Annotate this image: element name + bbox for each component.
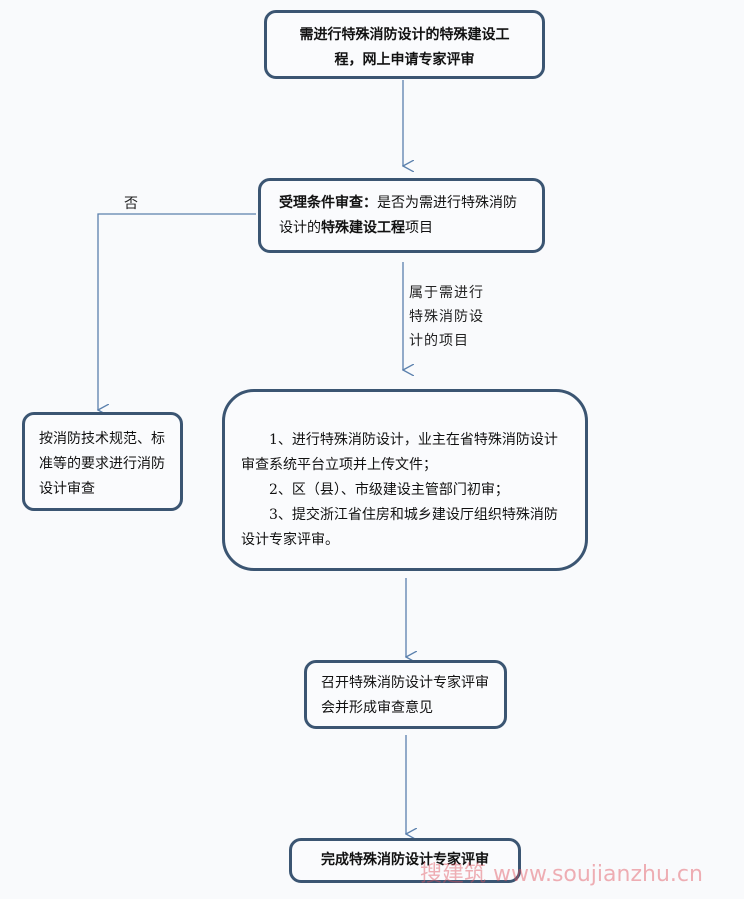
step-1: 1、进行特殊消防设计，业主在省特殊消防设计审查系统平台立项并上传文件； [241,432,558,473]
reject-text: 按消防技术规范、标准等的要求进行消防设计审查 [39,431,165,497]
step-3: 3、提交浙江省住房和城乡建设厅组织特殊消防设计专家评审。 [241,507,558,548]
no-label: 否 [124,196,138,212]
check-text2: 项目 [405,220,433,236]
watermark: 搜建筑 www.soujianzhu.cn [420,862,703,887]
steps-box: 1、进行特殊消防设计，业主在省特殊消防设计审查系统平台立项并上传文件； 2、区（… [222,389,588,571]
finish-box: 完成特殊消防设计专家评审 [289,838,521,883]
check-text1: 是否为需进行特殊消防设计的 [279,195,517,236]
check-box: 受理条件审查：是否为需进行特殊消防设计的特殊建设工程项目 [258,178,545,253]
check-bold-mid: 特殊建设工程 [321,220,405,236]
start-box: 需进行特殊消防设计的特殊建设工程，网上申请专家评审 [264,10,545,79]
meeting-text: 召开特殊消防设计专家评审会并形成审查意见 [321,675,489,716]
arrow-no-branch [98,213,256,410]
step-2: 2、区（县）、市级建设主管部门初审； [269,482,509,498]
check-bold-prefix: 受理条件审查 [279,195,363,211]
reject-box: 按消防技术规范、标准等的要求进行消防设计审查 [22,412,183,511]
check-sep: ： [363,195,377,211]
finish-text: 完成特殊消防设计专家评审 [321,852,489,868]
yes-label: 属于需进行特殊消防设计的项目 [409,285,484,349]
start-text: 需进行特殊消防设计的特殊建设工程，网上申请专家评审 [299,27,510,68]
meeting-box: 召开特殊消防设计专家评审会并形成审查意见 [304,660,507,729]
